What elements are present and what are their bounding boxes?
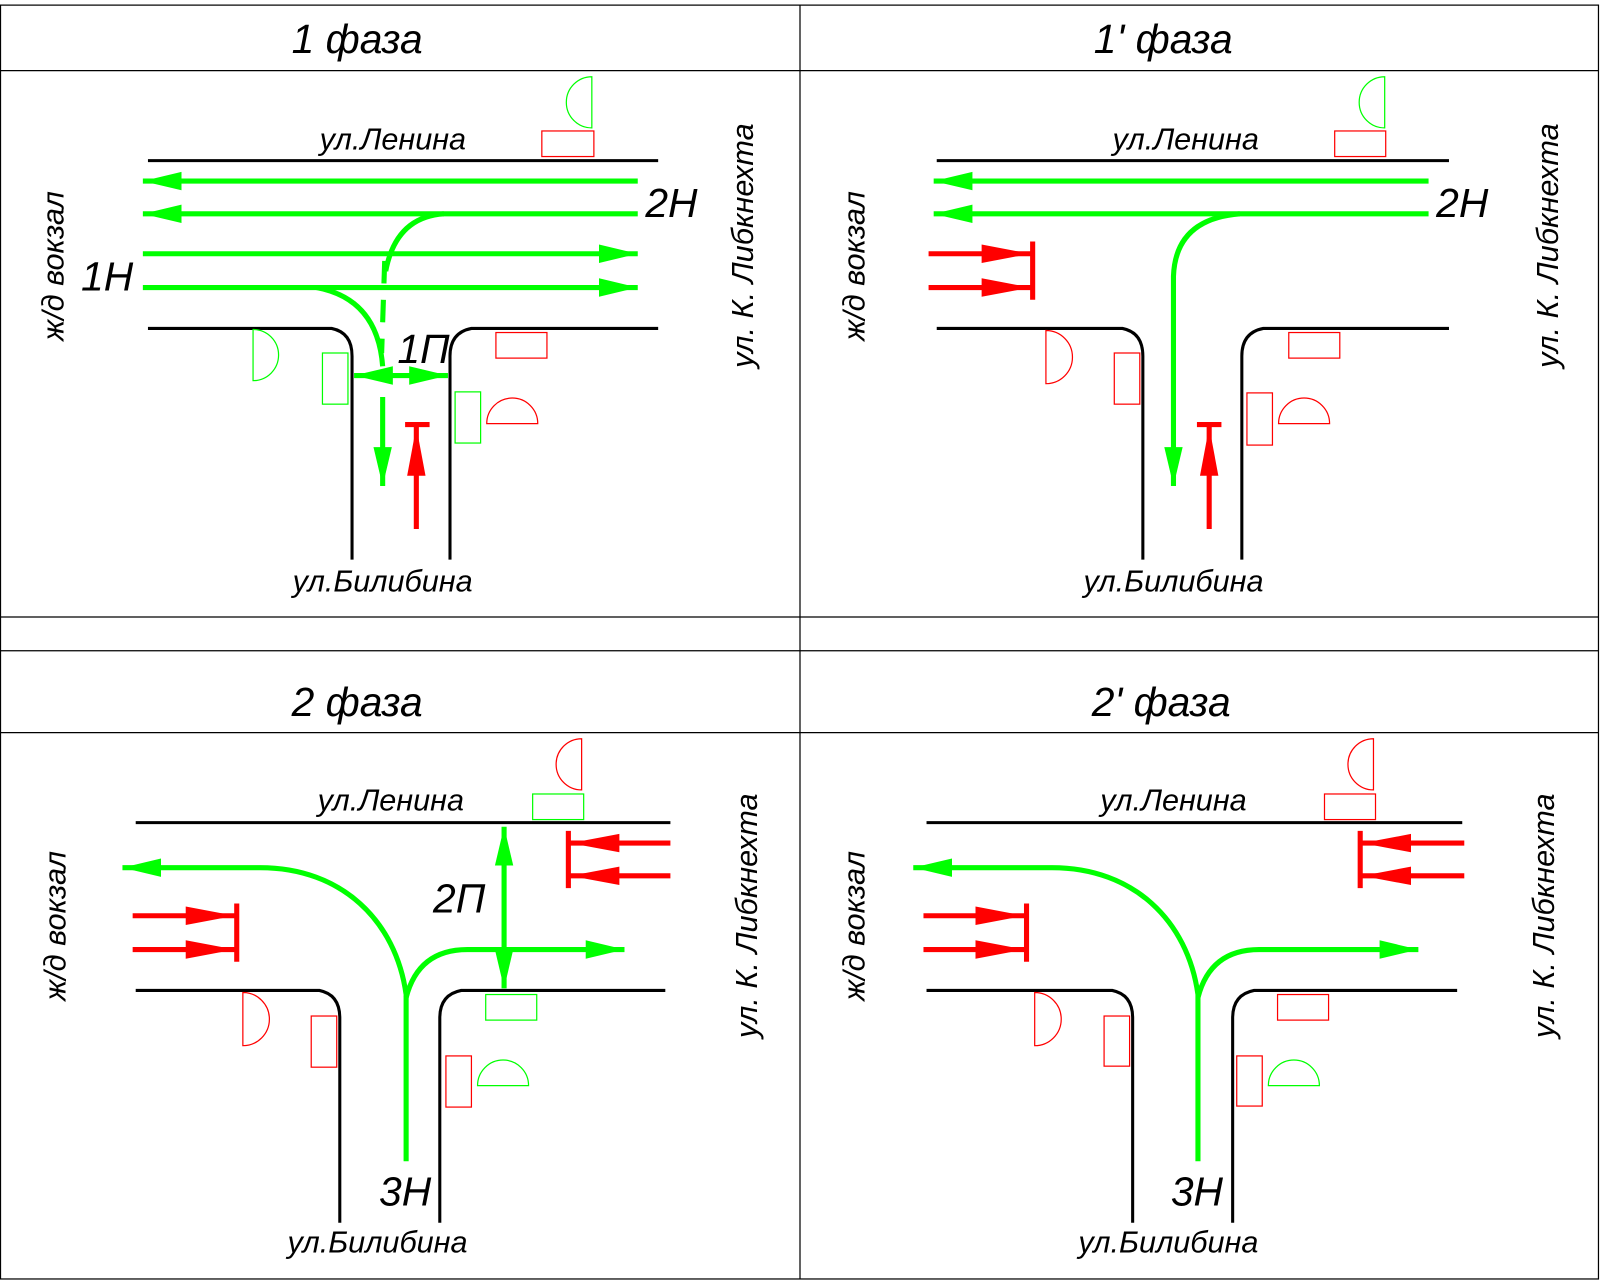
label-1p: 1П bbox=[397, 326, 450, 372]
vehicle-signal-icon bbox=[1103, 1015, 1131, 1067]
table-grid bbox=[0, 4, 1600, 1280]
vehicle-signal-icon bbox=[1323, 793, 1377, 821]
red-movements bbox=[923, 830, 1465, 962]
turn-right-arrow bbox=[1164, 211, 1240, 487]
green-movements bbox=[933, 171, 1429, 487]
pedestrian-signal-icon bbox=[486, 397, 539, 425]
turn-right-arrow bbox=[1195, 940, 1419, 999]
street-liebknecht: ул. К. Либкнехта bbox=[726, 123, 760, 370]
pedestrian-signal-icon bbox=[1034, 991, 1062, 1047]
vehicle-signal-icon bbox=[1113, 352, 1141, 405]
label-2n: 2Н bbox=[644, 180, 698, 226]
street-station: ж/д вокзал bbox=[837, 191, 871, 343]
vehicle-signal-icon bbox=[454, 391, 482, 444]
street-lenina: ул.Ленина bbox=[318, 122, 466, 156]
label-2n: 2Н bbox=[1435, 180, 1489, 226]
traffic-signals bbox=[1034, 738, 1377, 1107]
intersection-roads bbox=[936, 159, 1449, 560]
street-lenina: ул.Ленина bbox=[316, 783, 464, 817]
phase-title: 2' фаза bbox=[1091, 679, 1231, 725]
intersection-roads bbox=[135, 821, 671, 1223]
street-bilibina: ул.Билибина bbox=[1081, 564, 1263, 598]
pedestrian-signal-icon bbox=[555, 738, 583, 791]
pedestrian-signal-icon bbox=[565, 76, 593, 129]
turn-right-dashed bbox=[383, 211, 445, 272]
pedestrian-signal-icon bbox=[252, 328, 280, 382]
phase-title: 1 фаза bbox=[292, 16, 423, 62]
phase-2-prime-panel: 2' фаза ул.Ленина ул.Билибина ж/д вокзал… bbox=[837, 679, 1561, 1259]
vehicle-signal-icon bbox=[495, 331, 548, 359]
vehicle-signal-icon bbox=[321, 352, 349, 405]
green-movements bbox=[122, 826, 625, 1162]
street-liebknecht: ул. К. Либкнехта bbox=[1531, 123, 1565, 370]
vehicle-signal-icon bbox=[1334, 130, 1387, 158]
label-1n: 1Н bbox=[81, 254, 134, 300]
red-movements bbox=[132, 830, 671, 962]
vehicle-signal-icon bbox=[1246, 392, 1274, 446]
phase-title: 2 фаза bbox=[291, 679, 423, 725]
green-movements bbox=[142, 171, 638, 487]
vehicle-signal-icon bbox=[1236, 1055, 1263, 1107]
red-movements bbox=[928, 241, 1222, 529]
traffic-signals bbox=[252, 76, 595, 444]
vehicle-signal-icon bbox=[485, 993, 538, 1021]
vehicle-signal-icon bbox=[310, 1015, 338, 1068]
turn-left-arrow bbox=[913, 858, 1201, 1162]
vehicle-signal-icon bbox=[445, 1055, 473, 1108]
phase-2-panel: 2 фаза ул.Ленина ул.Билибина ж/д вокзал … bbox=[38, 679, 764, 1259]
turn-right-arrow bbox=[403, 940, 625, 999]
vehicle-signal-icon bbox=[541, 130, 595, 158]
intersection-roads bbox=[147, 159, 659, 560]
traffic-signals bbox=[242, 738, 585, 1108]
street-liebknecht: ул. К. Либкнехта bbox=[730, 793, 764, 1040]
street-liebknecht: ул. К. Либкнехта bbox=[1527, 793, 1561, 1040]
turn-left-arrow bbox=[122, 858, 409, 1162]
label-2p: 2П bbox=[432, 876, 486, 922]
label-3n: 3Н bbox=[379, 1168, 432, 1214]
pedestrian-signal-icon bbox=[1045, 329, 1074, 385]
traffic-signals bbox=[1045, 76, 1387, 446]
street-bilibina: ул.Билибина bbox=[286, 1225, 468, 1259]
pedestrian-signal-icon bbox=[242, 991, 270, 1047]
street-bilibina: ул.Билибина bbox=[291, 564, 473, 598]
vehicle-signal-icon bbox=[1276, 993, 1330, 1021]
pedestrian-signal-icon bbox=[476, 1059, 530, 1087]
street-lenina: ул.Ленина bbox=[1111, 122, 1259, 156]
pedestrian-signal-icon bbox=[1267, 1059, 1321, 1087]
street-bilibina: ул.Билибина bbox=[1076, 1225, 1258, 1259]
street-station: ж/д вокзал bbox=[38, 851, 72, 1003]
vehicle-signal-icon bbox=[532, 793, 585, 821]
phase-title: 1' фаза bbox=[1094, 16, 1233, 62]
street-lenina: ул.Ленина bbox=[1098, 783, 1246, 817]
pedestrian-signal-icon bbox=[1277, 397, 1331, 425]
vehicle-signal-icon bbox=[1288, 331, 1341, 359]
pedestrian-signal-icon bbox=[1358, 76, 1386, 129]
street-station: ж/д вокзал bbox=[837, 851, 871, 1003]
pedestrian-signal-icon bbox=[1347, 738, 1375, 791]
label-3n: 3Н bbox=[1171, 1168, 1224, 1214]
green-movements bbox=[913, 858, 1419, 1162]
phase-1-prime-panel: 1' фаза ул.Ленина ул.Билибина ж/д вокзал… bbox=[837, 16, 1565, 598]
street-station: ж/д вокзал bbox=[36, 191, 70, 343]
intersection-roads bbox=[926, 821, 1463, 1223]
red-movements bbox=[405, 422, 430, 529]
phase-1-panel: 1 фаза ул.Ленина ул.Билибина ж/д вокзал … bbox=[36, 16, 760, 598]
turn-left-arrow bbox=[315, 284, 386, 367]
